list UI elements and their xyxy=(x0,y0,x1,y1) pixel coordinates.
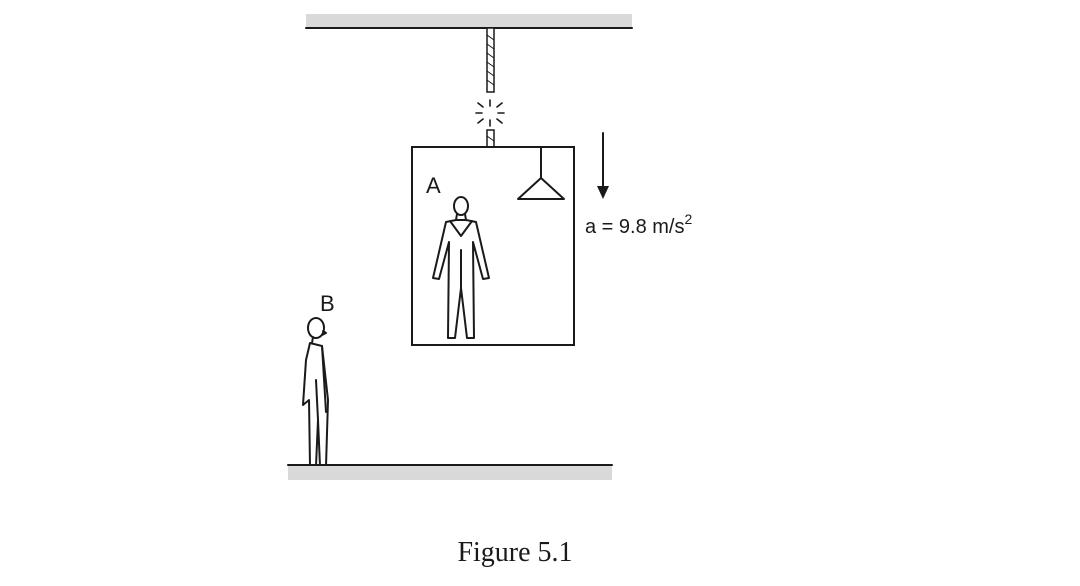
cable-upper xyxy=(486,27,495,93)
person-a-icon xyxy=(432,196,490,339)
acceleration-arrow xyxy=(597,132,609,199)
acceleration-exponent: 2 xyxy=(685,211,693,227)
lamp-icon xyxy=(517,146,565,200)
cable-stub xyxy=(486,129,495,148)
label-a: A xyxy=(426,173,441,198)
figure-caption: Figure 5.1 xyxy=(457,537,572,568)
acceleration-label: a = 9.8 m/s2 xyxy=(585,211,693,238)
person-b-icon xyxy=(302,317,329,467)
label-b: B xyxy=(320,291,335,316)
elevator-box xyxy=(411,146,575,346)
cable-break-marks xyxy=(475,99,505,127)
acceleration-value: a = 9.8 m/s xyxy=(585,216,685,238)
ceiling xyxy=(305,14,633,29)
floor xyxy=(287,464,613,480)
